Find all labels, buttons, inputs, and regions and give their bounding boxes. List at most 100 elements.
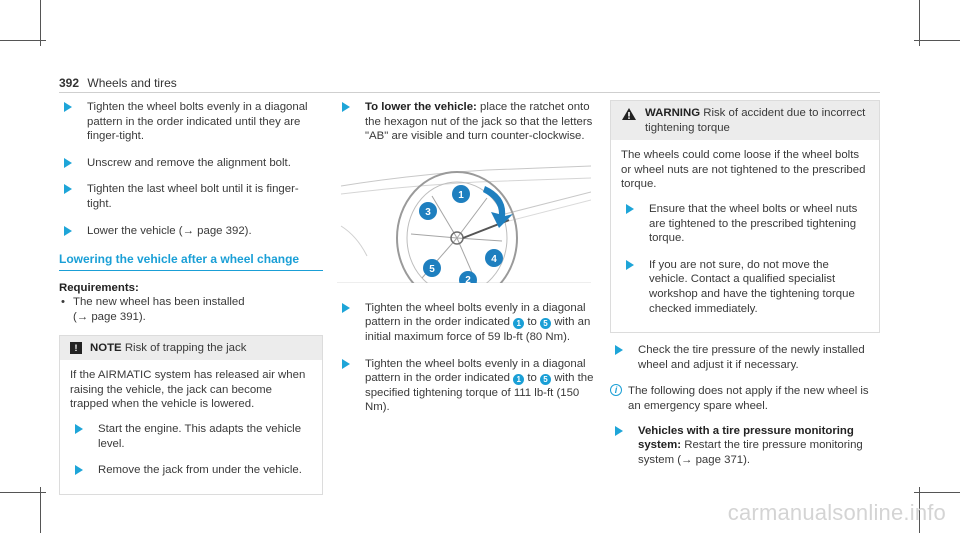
exclamation-icon: !	[70, 341, 82, 354]
warning-label: WARNING	[645, 107, 701, 119]
step-bold-lead: To lower the vehicle:	[365, 101, 477, 113]
info-note: i The following does not apply if the new…	[610, 384, 880, 413]
note-header: ! NOTE Risk of trapping the jack	[60, 335, 322, 361]
crop-mark	[919, 0, 920, 46]
step-text: If you are not sure, do not move the veh…	[649, 258, 855, 315]
step-text: to	[524, 316, 541, 329]
step-text: Tighten the last wheel bolt until it is …	[87, 183, 299, 210]
step-bold-lead: Vehicles with a tire pressure monitoring…	[638, 424, 854, 452]
step-arrow-icon	[64, 102, 72, 112]
info-text: The following does not apply if the new …	[628, 385, 869, 412]
step-text: Start the engine. This adapts the vehicl…	[98, 422, 302, 450]
marker-icon: 5	[540, 374, 552, 386]
step-text: Remove the jack from under the vehicle.	[98, 464, 302, 477]
step: Start the engine. This adapts the vehicl…	[70, 418, 312, 455]
step-text: to	[524, 372, 541, 385]
crop-mark	[40, 0, 41, 46]
step-arrow-icon	[342, 102, 350, 112]
header-divider	[59, 92, 880, 93]
step-text: Tighten the wheel bolts evenly in a diag…	[365, 301, 586, 329]
step-arrow-icon	[342, 358, 350, 369]
crop-mark	[914, 492, 960, 493]
section-heading: Lowering the vehicle after a wheel chang…	[59, 252, 323, 271]
step: If you are not sure, do not move the veh…	[621, 254, 869, 320]
column-2: To lower the vehicle: place the ratchet …	[337, 97, 599, 427]
page-reference-link[interactable]: → page 371).	[681, 453, 751, 466]
watermark-text: carmanualsonline.info	[727, 500, 946, 526]
section-title: Wheels and tires	[87, 76, 177, 90]
crop-mark	[914, 40, 960, 41]
info-icon: i	[610, 384, 622, 397]
crop-mark	[0, 40, 46, 41]
step-text: Ensure that the wheel bolts or wheel nut…	[649, 202, 858, 245]
step: Tighten the wheel bolts evenly in a diag…	[59, 97, 323, 147]
bolt-marker-1	[452, 184, 470, 203]
bolt-label-1: 1	[458, 190, 464, 201]
marker-icon: 5	[540, 318, 552, 330]
marker-icon: 1	[513, 318, 525, 330]
step-text: Restart the tire pressure monitoring sys…	[638, 439, 863, 466]
step-arrow-icon	[64, 184, 72, 195]
step-arrow-icon	[626, 203, 634, 214]
warning-triangle-icon	[622, 108, 636, 120]
bolt-marker-4	[485, 248, 503, 267]
step: To lower the vehicle: place the ratchet …	[337, 97, 599, 147]
page-reference-link[interactable]: (→ page 391).	[73, 310, 146, 323]
column-3: WARNING Risk of accident due to incorrec…	[610, 100, 880, 479]
step: Vehicles with a tire pressure monitoring…	[610, 420, 880, 471]
page-reference-link[interactable]: → page 392).	[182, 224, 252, 237]
marker-icon: 1	[513, 374, 525, 386]
step-text: Unscrew and remove the alignment bolt.	[87, 156, 291, 169]
step: Tighten the wheel bolts evenly in a diag…	[337, 297, 599, 348]
step-arrow-icon	[342, 302, 350, 313]
requirement-item: The new wheel has been installed (→ page…	[59, 295, 323, 324]
crop-mark	[40, 487, 41, 533]
step-arrow-icon	[615, 425, 623, 436]
bolt-label-4: 4	[491, 254, 497, 265]
requirement-text: The new wheel has been installed	[73, 296, 245, 309]
note-title: Risk of trapping the jack	[124, 341, 247, 354]
step: Unscrew and remove the alignment bolt.	[59, 152, 323, 174]
step: Remove the jack from under the vehicle.	[70, 460, 312, 481]
wheel-illustration: 1 2 3 4 5	[340, 165, 592, 305]
note-body: If the AIRMATIC system has released air …	[60, 360, 322, 494]
page-header: 392 Wheels and tires	[59, 76, 177, 91]
wheel-bolt-figure: 1 2 3 4 5	[337, 155, 592, 305]
step-arrow-icon	[64, 157, 72, 168]
crop-mark	[0, 492, 46, 493]
note-label: NOTE	[90, 341, 122, 354]
page-number: 392	[59, 76, 80, 90]
column-1: Tighten the wheel bolts evenly in a diag…	[59, 97, 323, 495]
bolt-label-3: 3	[425, 207, 431, 218]
bolt-label-5: 5	[429, 264, 435, 275]
step-text: with an initial maximum force of 59 lb-f…	[365, 316, 591, 343]
step-text: Tighten the wheel bolts evenly in a diag…	[365, 357, 586, 385]
warning-body: The wheels could come loose if the wheel…	[611, 140, 879, 332]
warning-title: Risk of accident due to incorrect tighte…	[645, 107, 866, 134]
step: Check the tire pressure of the newly ins…	[610, 340, 880, 376]
crop-mark	[919, 487, 920, 533]
bolt-label-2: 2	[465, 275, 471, 283]
step-text: Tighten the wheel bolts evenly in a diag…	[87, 101, 308, 143]
step: Ensure that the wheel bolts or wheel nut…	[621, 198, 869, 249]
step-arrow-icon	[626, 259, 634, 270]
step-text: with the specified tightening torque of …	[365, 372, 594, 414]
requirements-title: Requirements:	[59, 281, 139, 294]
step: Tighten the last wheel bolt until it is …	[59, 179, 323, 215]
step: Lower the vehicle (→ page 392).	[59, 220, 323, 242]
step-text: Check the tire pressure of the newly ins…	[638, 344, 865, 371]
step-arrow-icon	[75, 423, 83, 434]
step-arrow-icon	[75, 465, 83, 476]
step-arrow-icon	[615, 345, 623, 356]
warning-box: WARNING Risk of accident due to incorrec…	[610, 100, 880, 334]
warning-header: WARNING Risk of accident due to incorrec…	[611, 101, 879, 141]
warning-text: The wheels could come loose if the wheel…	[621, 149, 866, 191]
bolt-marker-5	[423, 258, 441, 277]
step-text: place the ratchet onto the hexagon nut o…	[365, 101, 593, 143]
note-text: If the AIRMATIC system has released air …	[70, 369, 306, 411]
note-box: ! NOTE Risk of trapping the jack If the …	[59, 334, 323, 495]
bolt-marker-3	[419, 201, 437, 220]
step-text: Lower the vehicle (	[87, 224, 183, 237]
step-arrow-icon	[64, 225, 72, 236]
step: Tighten the wheel bolts evenly in a diag…	[337, 353, 599, 418]
